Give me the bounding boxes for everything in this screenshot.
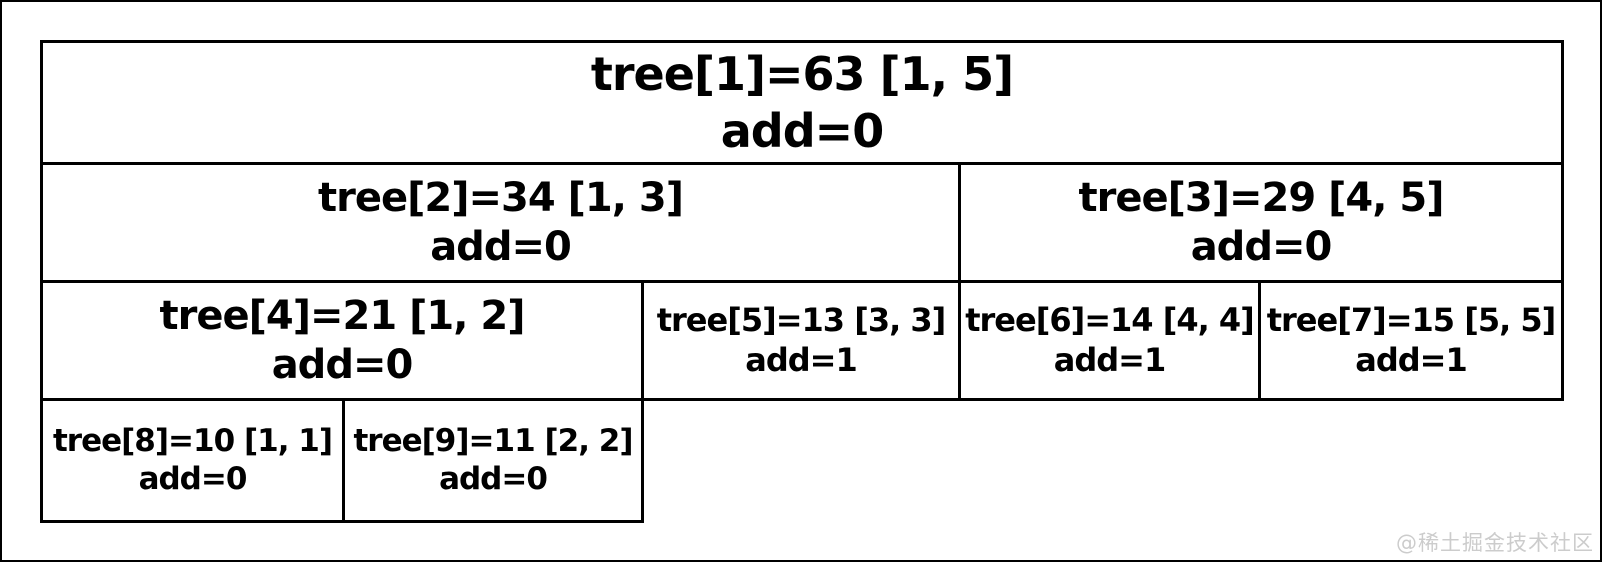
tree-node-3: tree[3]=29 [4, 5] add=0 [958, 162, 1564, 283]
node-add-label: add=0 [439, 460, 548, 497]
node-add-label: add=1 [745, 340, 857, 379]
node-label: tree[9]=11 [2, 2] [353, 422, 633, 459]
tree-node-4: tree[4]=21 [1, 2] add=0 [40, 280, 644, 401]
node-add-label: add=0 [138, 460, 248, 497]
node-add-label: add=1 [1053, 340, 1166, 379]
tree-node-8: tree[8]=10 [1, 1] add=0 [40, 398, 345, 523]
node-label: tree[6]=14 [4, 4] [965, 301, 1255, 340]
node-label: tree[4]=21 [1, 2] [159, 292, 526, 339]
tree-node-2: tree[2]=34 [1, 3] add=0 [40, 162, 961, 283]
node-label: tree[5]=13 [3, 3] [656, 301, 947, 340]
tree-node-1: tree[1]=63 [1, 5] add=0 [40, 40, 1564, 165]
node-add-label: add=0 [720, 103, 884, 158]
node-add-label: add=0 [430, 223, 572, 270]
tree-node-7: tree[7]=15 [5, 5] add=1 [1258, 280, 1564, 401]
node-label: tree[7]=15 [5, 5] [1266, 301, 1557, 340]
node-add-label: add=0 [271, 341, 414, 388]
tree-node-9: tree[9]=11 [2, 2] add=0 [342, 398, 644, 523]
watermark: @稀土掘金技术社区 [1396, 531, 1594, 555]
node-add-label: add=0 [1190, 223, 1333, 270]
node-label: tree[1]=63 [1, 5] [590, 47, 1014, 102]
node-label: tree[8]=10 [1, 1] [52, 422, 333, 459]
segment-tree-table: tree[1]=63 [1, 5] add=0 tree[2]=34 [1, 3… [40, 40, 1564, 523]
tree-node-5: tree[5]=13 [3, 3] add=1 [641, 280, 961, 401]
node-add-label: add=1 [1355, 340, 1467, 379]
tree-node-6: tree[6]=14 [4, 4] add=1 [958, 280, 1261, 401]
node-label: tree[3]=29 [4, 5] [1078, 174, 1445, 221]
node-label: tree[2]=34 [1, 3] [318, 174, 684, 221]
